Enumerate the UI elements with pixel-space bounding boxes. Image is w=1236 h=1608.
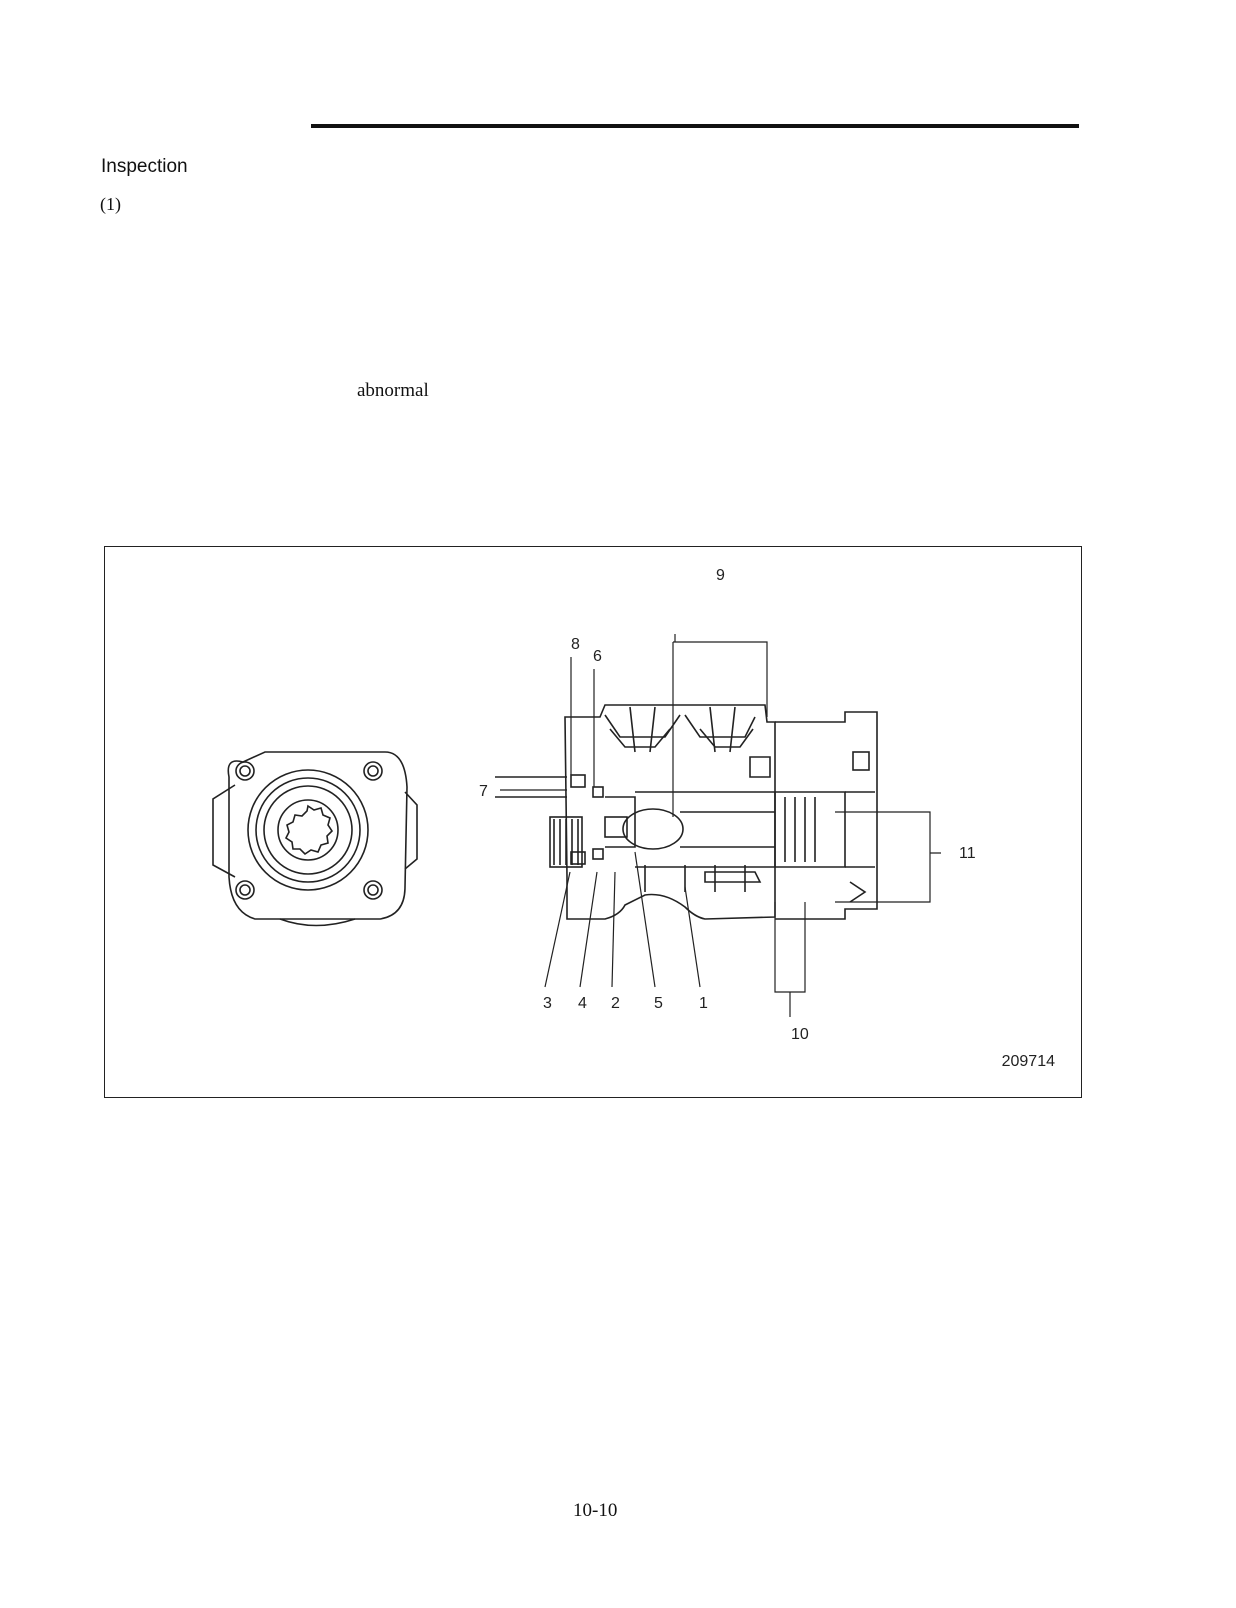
pump-diagram-figure: 1 2 3 4 5 6 7 8 9 10 11 209714 [104,546,1082,1098]
callout-labels: 1 2 3 4 5 6 7 8 9 10 11 [479,567,976,1043]
callout-8: 8 [571,636,580,653]
section-heading: Inspection [101,156,188,177]
callout-9: 9 [716,567,725,584]
body-text: abnormal [357,380,429,401]
section-view [495,704,878,920]
header-rule [311,124,1079,128]
callout-5: 5 [654,995,663,1012]
callout-6: 6 [593,648,602,665]
callout-11: 11 [959,845,976,862]
callout-4: 4 [578,995,587,1012]
callout-3: 3 [543,995,552,1012]
figure-id: 209714 [1002,1053,1055,1070]
callout-7: 7 [479,783,488,800]
callout-1: 1 [699,995,708,1012]
pump-drawing: 1 2 3 4 5 6 7 8 9 10 11 209714 [212,567,1055,1070]
page-number: 10-10 [573,1500,618,1521]
leader-lines [500,634,941,1017]
item-number: (1) [100,194,121,214]
callout-2: 2 [611,995,620,1012]
front-view [212,751,418,927]
callout-10: 10 [791,1026,809,1043]
